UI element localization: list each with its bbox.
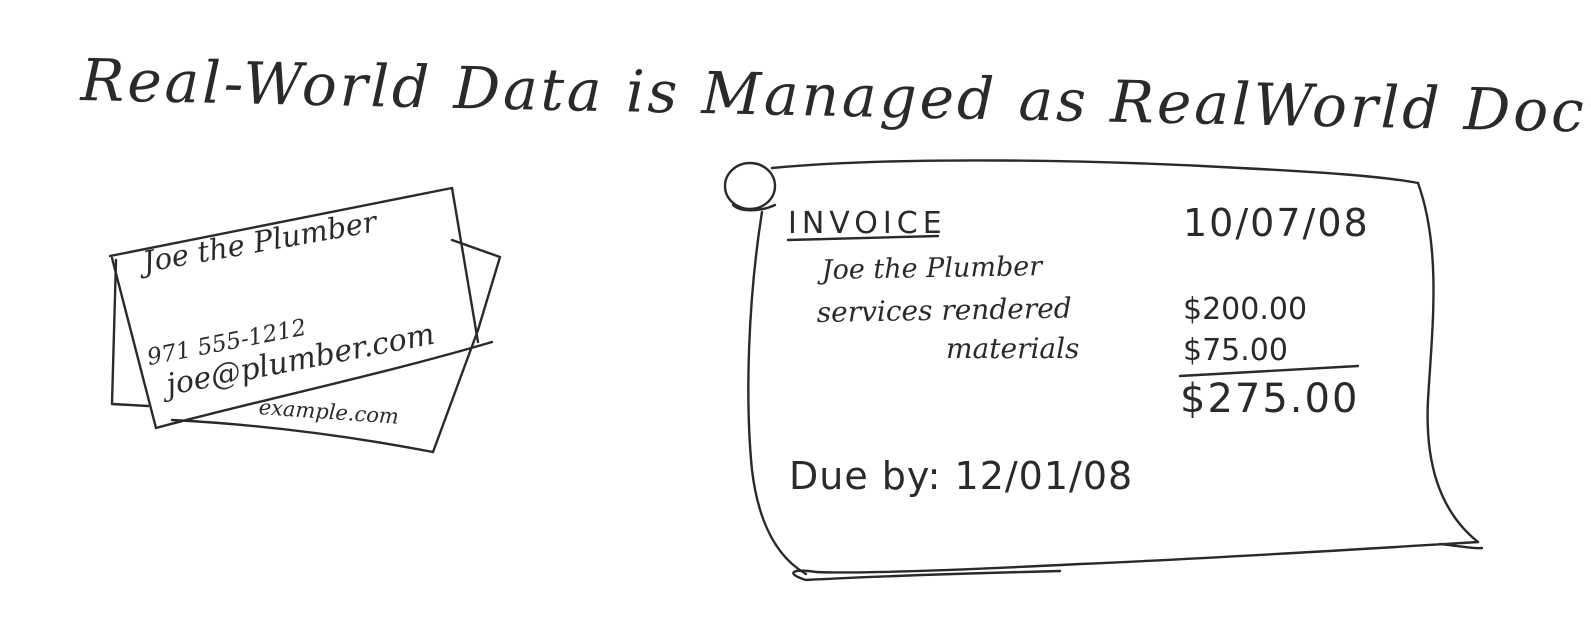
- invoice-line-label: materials: [946, 332, 1080, 365]
- invoice-line-amount: $75.00: [1183, 333, 1288, 368]
- invoice-title: INVOICE: [788, 206, 947, 241]
- invoice-line-amount: $200.00: [1183, 292, 1308, 327]
- invoice-customer: Joe the Plumber: [821, 251, 1043, 286]
- invoice-scroll-outline: [723, 159, 1484, 582]
- back-business-card-outline: [110, 238, 502, 454]
- invoice-total: $275.00: [1180, 376, 1360, 422]
- invoice-due-date: Due by: 12/01/08: [789, 454, 1134, 498]
- front-business-card-outline: [108, 186, 494, 430]
- invoice-date: 10/07/08: [1183, 201, 1370, 245]
- invoice-line-label: services rendered: [816, 291, 1072, 329]
